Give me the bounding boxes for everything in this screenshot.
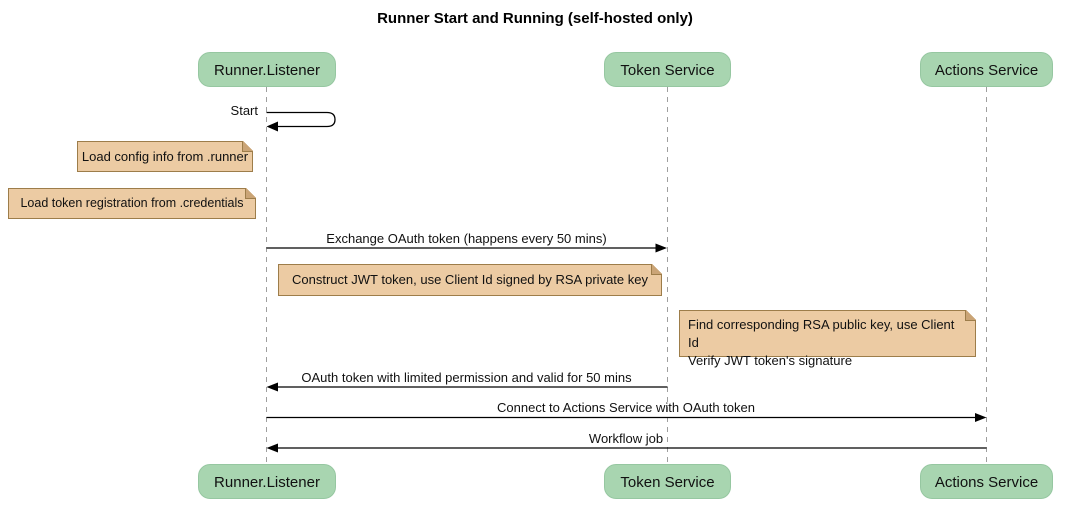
arrowhead-start-self bbox=[266, 121, 278, 132]
participant-actions-service-bottom: Actions Service bbox=[920, 464, 1053, 499]
diagram-title: Runner Start and Running (self-hosted on… bbox=[377, 10, 693, 27]
participant-token-service-bottom: Token Service bbox=[604, 464, 731, 499]
note-text-line: Find corresponding RSA public key, use C… bbox=[688, 317, 955, 350]
message-label-oauth-return: OAuth token with limited permission and … bbox=[301, 370, 632, 385]
arrowhead-workflow-job bbox=[266, 443, 278, 453]
note-text-line: Verify JWT token's signature bbox=[688, 353, 853, 368]
note-load-token-registration: Load token registration from .credential… bbox=[8, 188, 256, 219]
participant-token-service-top: Token Service bbox=[604, 52, 731, 87]
participant-runner-listener-top: Runner.Listener bbox=[198, 52, 336, 87]
arrow-start-self-loop bbox=[266, 111, 336, 128]
note-text: Construct JWT token, use Client Id signe… bbox=[292, 272, 648, 287]
note-verify-jwt: Find corresponding RSA public key, use C… bbox=[679, 310, 976, 368]
message-label-connect-actions: Connect to Actions Service with OAuth to… bbox=[497, 400, 755, 415]
note-load-config: Load config info from .runner bbox=[77, 141, 253, 172]
note-fold-icon bbox=[651, 264, 662, 275]
note-text: Load config info from .runner bbox=[81, 149, 249, 164]
note-construct-jwt: Construct JWT token, use Client Id signe… bbox=[278, 264, 662, 296]
message-label-exchange-oauth: Exchange OAuth token (happens every 50 m… bbox=[326, 231, 607, 246]
note-text: Load token registration from .credential… bbox=[20, 196, 244, 210]
note-fold-icon bbox=[242, 141, 253, 152]
participant-actions-service-top: Actions Service bbox=[920, 52, 1053, 87]
note-fold-icon bbox=[965, 310, 976, 321]
arrowhead-exchange-oauth bbox=[655, 243, 667, 253]
arrowhead-oauth-return bbox=[266, 382, 278, 392]
note-fold-icon bbox=[245, 188, 256, 199]
arrowhead-connect-actions bbox=[975, 413, 987, 422]
message-label-workflow-job: Workflow job bbox=[588, 431, 664, 446]
participant-runner-listener-bottom: Runner.Listener bbox=[198, 464, 336, 499]
message-label-start: Start bbox=[230, 103, 258, 118]
